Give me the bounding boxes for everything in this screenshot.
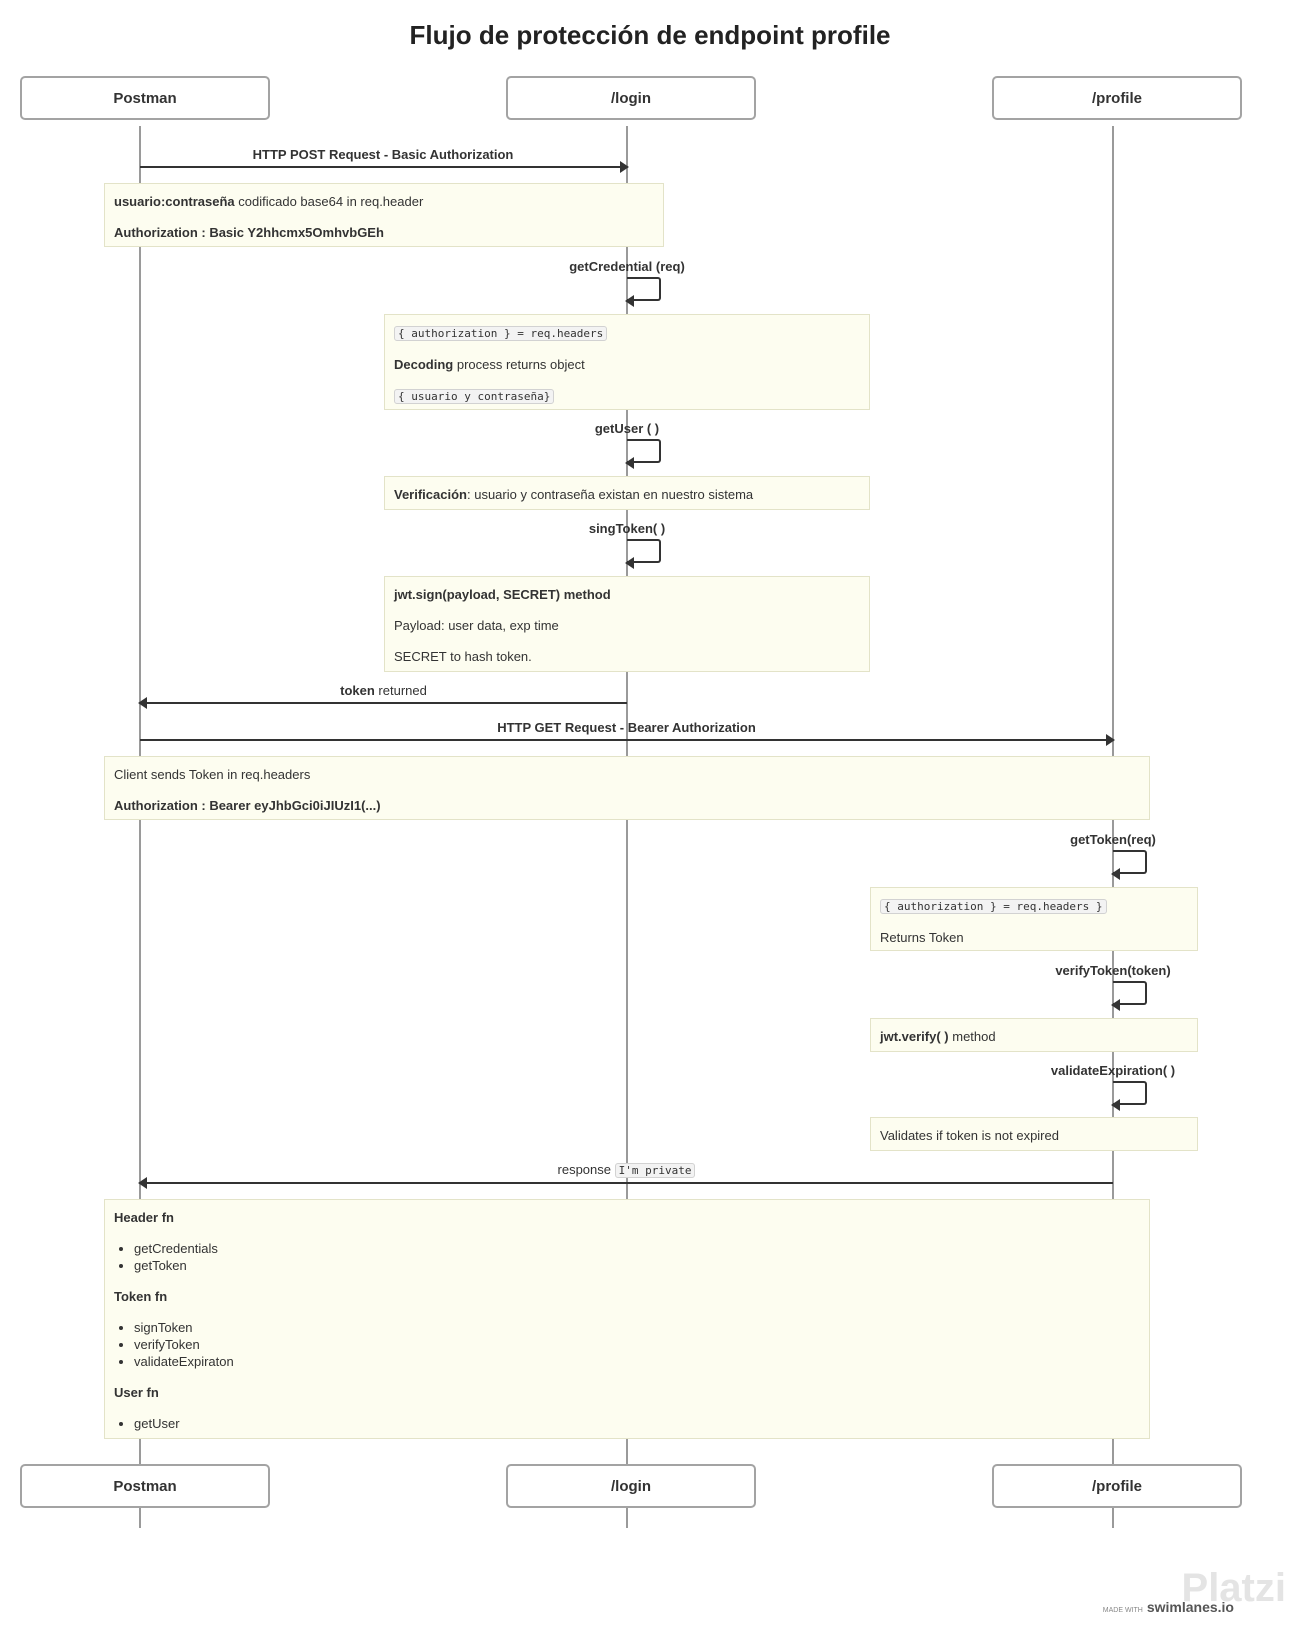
actor-label: /login bbox=[611, 1477, 651, 1495]
message-label-validateexpiration: validateExpiration( ) bbox=[1050, 1063, 1176, 1078]
list-item: getUser bbox=[134, 1415, 1140, 1432]
actor-postman-bottom: Postman bbox=[20, 1464, 270, 1508]
actor-label: Postman bbox=[113, 1477, 177, 1495]
lifeline-login bbox=[626, 126, 628, 1528]
list-header-fn: getCredentials getToken bbox=[114, 1240, 1140, 1274]
arrow-token-returned bbox=[138, 695, 627, 711]
actor-label: /profile bbox=[1091, 1477, 1142, 1495]
note-bearer-token: Client sends Token in req.headers Author… bbox=[104, 756, 1150, 820]
brand-label: swimlanes.io bbox=[1146, 1599, 1234, 1615]
note-validates-expiration: Validates if token is not expired bbox=[870, 1117, 1198, 1151]
note-returns-token: { authorization } = req.headers } Return… bbox=[870, 887, 1198, 951]
note-basic-auth: usuario:contraseña codificado base64 in … bbox=[104, 183, 664, 247]
list-item: verifyToken bbox=[134, 1336, 1140, 1353]
message-label-singtoken: singToken( ) bbox=[588, 521, 666, 536]
lifeline-postman bbox=[139, 126, 141, 1528]
note-jwt-sign: jwt.sign(payload, SECRET) method Payload… bbox=[384, 576, 870, 672]
self-arrow-getcredential bbox=[625, 277, 661, 307]
lifeline-profile bbox=[1112, 126, 1114, 1528]
list-item: signToken bbox=[134, 1319, 1140, 1336]
self-arrow-singtoken bbox=[625, 539, 661, 569]
list-token-fn: signToken verifyToken validateExpiraton bbox=[114, 1319, 1140, 1370]
self-arrow-gettoken bbox=[1111, 850, 1147, 880]
arrow-response bbox=[138, 1175, 1113, 1191]
list-item: getToken bbox=[134, 1257, 1140, 1274]
made-with-label: MADE WITH bbox=[1102, 1607, 1143, 1614]
message-label-response: response I'm private bbox=[140, 1162, 1113, 1178]
platzi-watermark: Platzi bbox=[1181, 1566, 1286, 1610]
diagram-title: Flujo de protección de endpoint profile bbox=[409, 20, 891, 50]
message-label-get-request: HTTP GET Request - Bearer Authorization bbox=[497, 720, 756, 735]
list-user-fn: getUser bbox=[114, 1415, 1140, 1432]
note-decoding: { authorization } = req.headers Decoding… bbox=[384, 314, 870, 410]
message-label-getuser: getUser ( ) bbox=[594, 421, 660, 436]
note-functions-summary: Header fn getCredentials getToken Token … bbox=[104, 1199, 1150, 1439]
message-label-post: HTTP POST Request - Basic Authorization bbox=[252, 147, 514, 162]
actor-profile-top: /profile bbox=[992, 76, 1242, 120]
actor-profile-bottom: /profile bbox=[992, 1464, 1242, 1508]
note-jwt-verify: jwt.verify( ) method bbox=[870, 1018, 1198, 1052]
list-item: validateExpiraton bbox=[134, 1353, 1140, 1370]
message-label-getcredential: getCredential (req) bbox=[569, 259, 685, 274]
actor-label: Postman bbox=[113, 89, 177, 107]
self-arrow-validateexpiration bbox=[1111, 1081, 1147, 1111]
note-verificacion: Verificación: usuario y contraseña exist… bbox=[384, 476, 870, 510]
actor-postman-top: Postman bbox=[20, 76, 270, 120]
actor-login-top: /login bbox=[506, 76, 756, 120]
arrow-get-request bbox=[140, 732, 1115, 748]
self-arrow-verifytoken bbox=[1111, 981, 1147, 1011]
actor-label: /profile bbox=[1091, 89, 1142, 107]
arrow-post-request bbox=[140, 159, 629, 175]
message-label-verifytoken: verifyToken(token) bbox=[1055, 963, 1171, 978]
actor-login-bottom: /login bbox=[506, 1464, 756, 1508]
message-label-gettoken: getToken(req) bbox=[1070, 832, 1156, 847]
message-label-token-returned: token returned bbox=[340, 683, 427, 698]
list-item: getCredentials bbox=[134, 1240, 1140, 1257]
actor-label: /login bbox=[611, 89, 651, 107]
self-arrow-getuser bbox=[625, 439, 661, 469]
